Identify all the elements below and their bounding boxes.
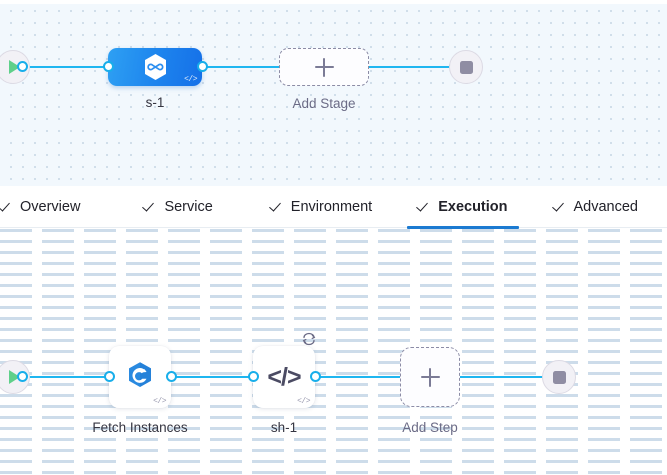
canvas-grid — [0, 229, 667, 475]
step-node-fetch-instances[interactable]: </> — [109, 346, 171, 408]
stop-icon — [459, 60, 473, 74]
step-port-fetch-out[interactable] — [166, 371, 177, 382]
step-edge-sh1-to-add — [320, 376, 400, 378]
tab-service-label: Service — [164, 198, 213, 215]
step-node-sh1[interactable]: </> </> — [253, 332, 316, 408]
plus-icon — [420, 367, 440, 387]
tab-overview[interactable]: Overview — [0, 186, 80, 228]
tab-advanced-label: Advanced — [573, 198, 639, 215]
check-icon — [554, 200, 567, 213]
tab-overview-label: Overview — [20, 198, 81, 215]
step-port-sh1-in[interactable] — [248, 371, 259, 382]
step-edge-start-to-fetch — [22, 376, 110, 378]
stage-code-badge: </> — [184, 75, 197, 84]
check-icon — [271, 200, 284, 213]
stage-port-s1-in[interactable] — [103, 61, 114, 72]
stage-node-s1[interactable]: </> — [108, 48, 202, 86]
stop-icon — [552, 370, 566, 384]
hexagon-infinity-icon — [143, 53, 168, 81]
stage-edge-start-to-s1 — [22, 66, 114, 68]
cloud-hexagon-icon — [125, 360, 155, 395]
repeat-icon — [301, 332, 317, 346]
stage-port-s1-out[interactable] — [197, 61, 208, 72]
execution-end-node[interactable] — [542, 360, 576, 394]
tab-active-underline — [407, 225, 519, 229]
add-step-label: Add Step — [402, 420, 458, 435]
check-icon — [0, 200, 13, 213]
add-stage-button[interactable] — [279, 48, 369, 86]
step-edge-fetch-to-sh1 — [176, 376, 256, 378]
play-icon — [9, 60, 20, 74]
stage-edge-s1-to-add — [196, 66, 282, 68]
step-port-sh1-out[interactable] — [310, 371, 321, 382]
step-port-start-out[interactable] — [17, 371, 28, 382]
tab-advanced[interactable]: Advanced — [554, 186, 639, 228]
check-icon — [144, 200, 157, 213]
stage-edge-add-to-end — [366, 66, 454, 68]
tab-execution-label: Execution — [438, 198, 508, 215]
tab-environment-label: Environment — [290, 198, 373, 215]
check-icon — [418, 200, 431, 213]
step-node-fetch-label: Fetch Instances — [92, 420, 188, 435]
execution-step-canvas[interactable]: </> Fetch Instances </> </> sh-1 Add — [0, 229, 667, 475]
tab-execution[interactable]: Execution — [407, 186, 519, 229]
code-slash-icon: </> — [267, 362, 301, 391]
stage-port-start-out[interactable] — [17, 61, 28, 72]
plus-icon — [314, 57, 334, 77]
play-icon — [9, 370, 20, 384]
step-port-fetch-in[interactable] — [104, 371, 115, 382]
stage-canvas[interactable]: </> s-1 Add Stage — [0, 0, 667, 186]
pipeline-end-node[interactable] — [449, 50, 483, 84]
add-stage-label: Add Stage — [292, 96, 356, 111]
add-step-button[interactable] — [400, 347, 460, 407]
step-code-badge: </> — [297, 397, 310, 406]
step-code-badge: </> — [153, 397, 166, 406]
step-node-sh1-label: sh-1 — [270, 420, 298, 435]
tab-environment[interactable]: Environment — [271, 186, 372, 228]
stage-config-tabbar: Overview Service Environment Execution A… — [0, 186, 667, 229]
tab-service[interactable]: Service — [144, 186, 212, 228]
stage-node-s1-label: s-1 — [145, 95, 165, 110]
step-edge-add-to-end — [460, 376, 548, 378]
